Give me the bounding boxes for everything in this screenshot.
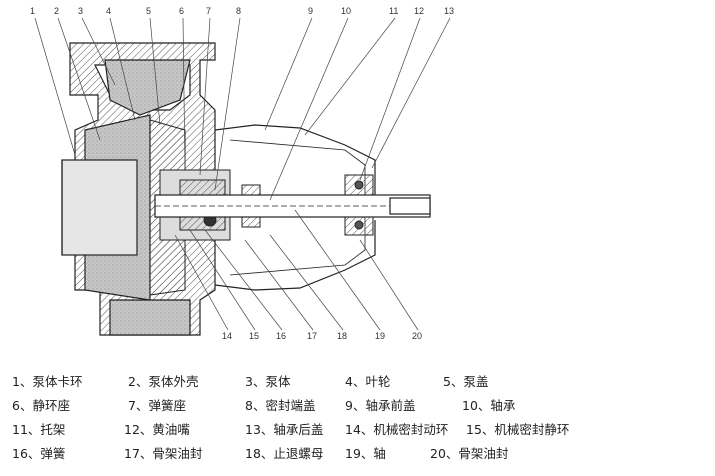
part-number-7: 7 <box>206 6 211 16</box>
legend-item: 6、静环座 <box>12 398 70 413</box>
legend-item: 12、黄油嘴 <box>124 422 190 437</box>
legend-item: 7、弹簧座 <box>128 398 186 413</box>
legend-item: 20、骨架油封 <box>430 446 509 461</box>
pump-body-casing <box>61 42 216 336</box>
legend-item: 11、托架 <box>12 422 66 437</box>
part-number-17: 17 <box>307 331 317 341</box>
legend-item: 18、止退螺母 <box>245 446 324 461</box>
part-number-19: 19 <box>375 331 385 341</box>
part-number-3: 3 <box>78 6 83 16</box>
part-number-18: 18 <box>337 331 347 341</box>
part-number-5: 5 <box>146 6 151 16</box>
part-number-20: 20 <box>412 331 422 341</box>
part-number-16: 16 <box>276 331 286 341</box>
part-number-10: 10 <box>341 6 351 16</box>
part-number-12: 12 <box>414 6 424 16</box>
legend-item: 8、密封端盖 <box>245 398 316 413</box>
part-number-11: 11 <box>389 6 398 16</box>
legend-item: 5、泵盖 <box>443 374 489 389</box>
part-number-labels: 1 2 3 4 5 6 7 8 9 10 11 12 13 14 15 16 1… <box>30 6 454 341</box>
part-number-15: 15 <box>249 331 259 341</box>
legend-item: 9、轴承前盖 <box>345 398 416 413</box>
part-number-13: 13 <box>444 6 454 16</box>
shaft <box>154 194 431 218</box>
legend-item: 14、机械密封动环 <box>345 422 449 437</box>
legend-item: 17、骨架油封 <box>124 446 203 461</box>
part-number-2: 2 <box>54 6 59 16</box>
part-number-4: 4 <box>106 6 111 16</box>
legend-item: 16、弹簧 <box>12 446 66 461</box>
legend-item: 4、叶轮 <box>345 374 391 389</box>
part-number-8: 8 <box>236 6 241 16</box>
part-number-14: 14 <box>222 331 232 341</box>
pump-cross-section-drawing: 1 2 3 4 5 6 7 8 9 10 11 12 13 14 15 16 1… <box>30 6 454 341</box>
part-number-1: 1 <box>30 6 35 16</box>
part-number-9: 9 <box>308 6 313 16</box>
legend-item: 13、轴承后盖 <box>245 422 324 437</box>
legend-item: 15、机械密封静环 <box>466 422 570 437</box>
legend-item: 3、泵体 <box>245 374 291 389</box>
legend-item: 19、轴 <box>345 446 386 461</box>
parts-legend: 1、泵体卡环 2、泵体外壳 3、泵体 4、叶轮 5、泵盖 6、静环座 7、弹簧座… <box>0 352 715 476</box>
legend-item: 10、轴承 <box>462 398 516 413</box>
legend-item: 1、泵体卡环 <box>12 374 83 389</box>
part-number-6: 6 <box>179 6 184 16</box>
legend-item: 2、泵体外壳 <box>128 374 199 389</box>
leader-lines <box>34 17 451 331</box>
